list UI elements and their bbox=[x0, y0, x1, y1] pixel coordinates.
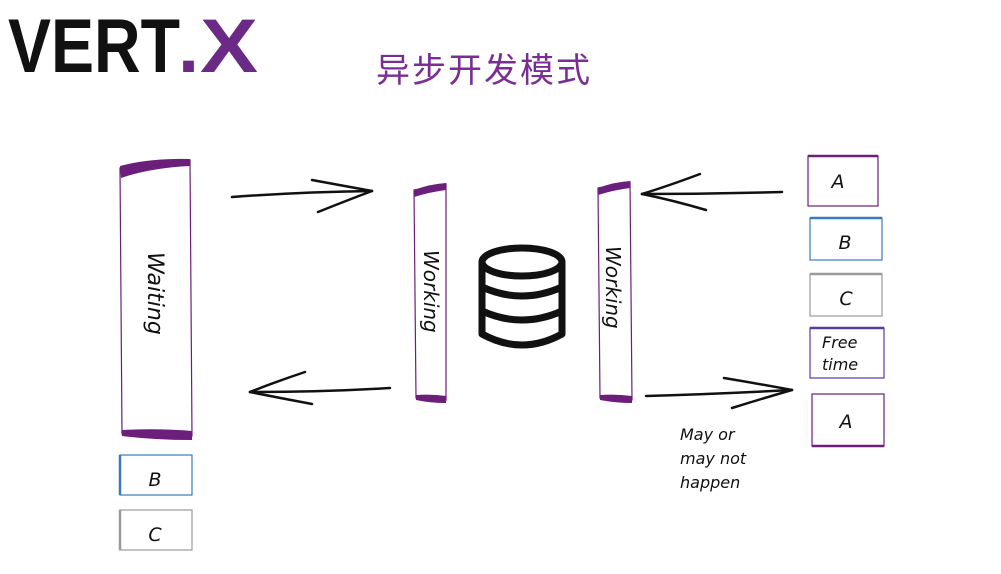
note-may-not-happen: May or may not happen bbox=[680, 425, 747, 492]
note-line-3: happen bbox=[680, 473, 740, 492]
right-queue-item-a-bottom-label: A bbox=[838, 411, 853, 433]
arrow-outgoing-right bbox=[644, 376, 794, 410]
arrow-response-left bbox=[248, 370, 392, 406]
waiting-label: Waiting bbox=[142, 252, 167, 335]
right-queue-item-b-box bbox=[809, 217, 883, 261]
left-queue-item-b-label: B bbox=[148, 469, 161, 491]
left-queue-item-c-label: C bbox=[148, 524, 162, 546]
working-block-left-bottom-accent bbox=[416, 394, 446, 403]
right-queue: A B C Free time A bbox=[807, 154, 885, 448]
right-queue-item-a-top: A bbox=[807, 154, 879, 207]
free-time-line-1: Free bbox=[822, 333, 858, 352]
note-line-1: May or bbox=[680, 425, 736, 444]
working-block-right-bottom-accent bbox=[600, 394, 632, 403]
working-block-left-top-accent bbox=[414, 183, 446, 197]
right-queue-item-free-time-label: Free time bbox=[822, 333, 863, 374]
left-queue-item-b-box bbox=[119, 454, 193, 496]
note-line-2: may not bbox=[680, 449, 747, 468]
right-queue-item-a-top-box bbox=[807, 155, 879, 207]
working-label-right: Working bbox=[601, 246, 625, 329]
right-queue-item-c: C bbox=[809, 272, 883, 317]
right-queue-item-c-box bbox=[809, 273, 883, 317]
page-title: 异步开发模式 bbox=[376, 51, 592, 91]
right-queue-item-b: B bbox=[809, 216, 883, 261]
database-icon bbox=[478, 244, 566, 349]
right-queue-item-c-label: C bbox=[839, 288, 853, 310]
waiting-block-bottom-accent bbox=[122, 429, 192, 440]
left-queue-item-b: B bbox=[118, 454, 193, 496]
waiting-block-top-accent bbox=[120, 158, 190, 178]
logo-text-x: X bbox=[200, 4, 258, 89]
left-queue-item-c: C bbox=[118, 509, 193, 551]
left-queue: B C bbox=[118, 454, 193, 551]
right-queue-item-b-label: B bbox=[838, 232, 851, 254]
vertx-logo: VERT . X bbox=[8, 4, 258, 89]
waiting-block: Waiting bbox=[119, 158, 193, 440]
left-queue-item-c-box bbox=[119, 509, 193, 551]
working-block-left: Working bbox=[413, 183, 447, 403]
arrow-incoming-left bbox=[640, 172, 784, 212]
right-queue-item-free-time: Free time bbox=[809, 326, 885, 379]
right-queue-item-a-bottom: A bbox=[811, 393, 885, 448]
logo-text-main: VERT bbox=[8, 4, 180, 89]
right-queue-item-free-time-box bbox=[809, 327, 885, 379]
working-block-right: Working bbox=[597, 181, 633, 403]
working-label-left: Working bbox=[419, 250, 443, 333]
free-time-line-2: time bbox=[822, 355, 858, 374]
right-queue-item-a-top-label: A bbox=[830, 171, 845, 193]
working-block-right-top-accent bbox=[598, 181, 630, 195]
logo-dot: . bbox=[178, 4, 199, 89]
arrow-request-right bbox=[230, 178, 374, 214]
